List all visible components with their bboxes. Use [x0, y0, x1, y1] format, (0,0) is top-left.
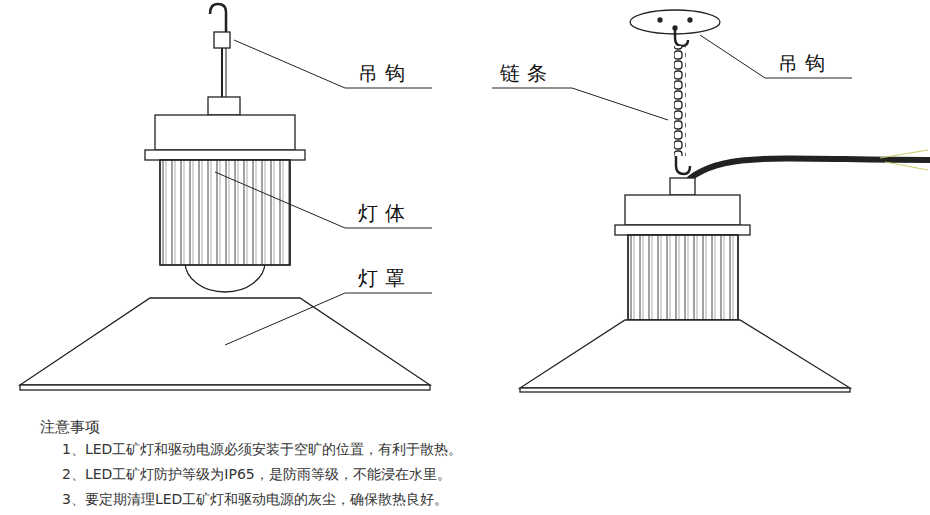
hook-stem	[214, 32, 230, 48]
note-line: 1、LED工矿灯和驱动电源必须安装于空旷的位置，有利于散热。	[62, 441, 462, 459]
note-line: 2、LED工矿灯防护等级为IP65，是防雨等级，不能浸在水里。	[62, 466, 451, 484]
part-label: 链条	[500, 60, 554, 87]
note-line: 3、要定期清理LED工矿灯和驱动电源的灰尘，确保散热良好。	[62, 491, 448, 509]
hook	[210, 4, 226, 32]
notes-heading: 注意事项	[40, 418, 100, 437]
flange	[145, 150, 305, 160]
part-label: 灯罩	[358, 265, 412, 292]
neck	[208, 97, 240, 115]
part-label: 灯体	[358, 200, 412, 227]
lens	[185, 262, 265, 292]
part-label: 吊钩	[778, 50, 832, 77]
fins	[160, 160, 290, 265]
chain	[674, 46, 686, 156]
part-label: 吊钩	[358, 60, 412, 87]
shade	[20, 298, 430, 385]
leader-lines	[215, 35, 852, 345]
cable	[686, 159, 930, 182]
housing	[155, 115, 295, 150]
